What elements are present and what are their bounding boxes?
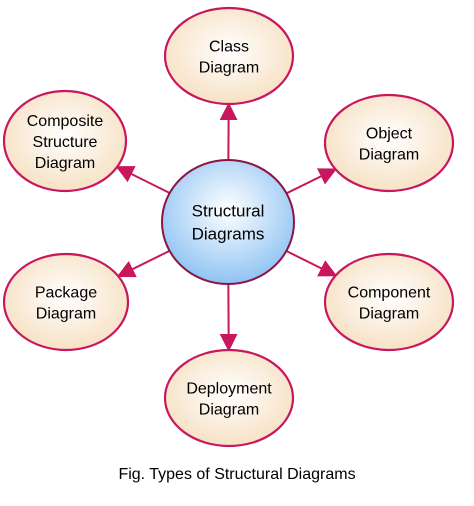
diagram-nodes: ClassDiagramObjectDiagramComponentDiagra… [2, 6, 455, 448]
node-component-label-line-1: Component [348, 285, 431, 302]
node-component-label-line-2: Diagram [359, 306, 419, 323]
arrow-to-package [116, 249, 171, 278]
connector-arrows [115, 102, 338, 352]
node-deployment-label-line-1: Deployment [186, 381, 272, 398]
node-package-label-line-2: Diagram [36, 306, 96, 323]
arrow-to-component [285, 250, 338, 277]
node-class-label-line-1: Class [209, 39, 249, 56]
node-structural-diagrams-label-line-2: Diagrams [192, 225, 265, 244]
node-composite-ellipse [2, 89, 128, 193]
node-component-ellipse [323, 252, 455, 352]
node-package-label-line-1: Package [35, 285, 97, 302]
node-object-ellipse [323, 93, 455, 193]
node-object-label-line-1: Object [366, 126, 413, 143]
node-class-ellipse [163, 6, 295, 106]
node-class-label-line-2: Diagram [199, 60, 259, 77]
node-composite-label-line-3: Diagram [35, 155, 95, 172]
node-object-label-line-2: Diagram [359, 147, 419, 164]
node-composite-label-line-2: Structure [33, 134, 98, 151]
node-deployment-label-line-2: Diagram [199, 402, 259, 419]
arrow-to-object [286, 168, 338, 195]
node-deployment-ellipse [163, 348, 295, 448]
figure-caption: Fig. Types of Structural Diagrams [118, 466, 356, 483]
arrow-to-composite [115, 166, 171, 194]
node-composite-label-line-1: Composite [27, 113, 104, 130]
node-structural-diagrams-label-line-1: Structural [192, 202, 265, 221]
node-structural-diagrams-ellipse [161, 159, 295, 285]
node-package-ellipse [2, 252, 130, 352]
